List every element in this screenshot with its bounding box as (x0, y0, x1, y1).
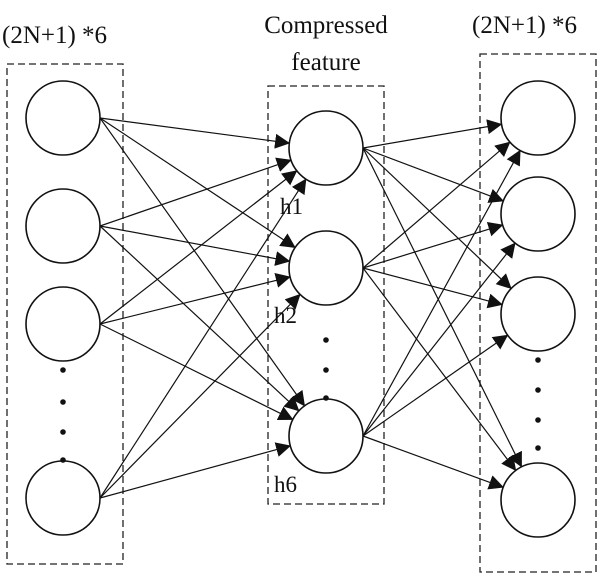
edge-hidden-1-output-1 (362, 221, 504, 269)
edge-input-3-hidden-1 (99, 293, 301, 499)
edge-hidden-0-output-1 (362, 147, 505, 203)
output-neuron-3 (500, 462, 576, 538)
edge-input-0-hidden-1 (99, 117, 296, 249)
output-neuron-0 (500, 80, 576, 156)
hidden-node-label-h2: h2 (274, 303, 297, 328)
connections (99, 117, 523, 499)
hidden-layer-label-line2: feature (291, 49, 360, 76)
hidden-layer-label-line1: Compressed (264, 12, 388, 39)
edge-hidden-0-output-2 (362, 147, 512, 290)
hidden-neuron-1 (288, 230, 364, 306)
output-ellipsis-dot-0 (535, 357, 541, 363)
edge-input-0-hidden-0 (99, 117, 291, 149)
edge-hidden-2-output-2 (362, 334, 509, 437)
edge-hidden-1-output-2 (362, 267, 503, 309)
input-ellipsis-dot-0 (60, 367, 66, 373)
hidden-ellipsis-dot-0 (323, 337, 329, 343)
input-layer-label: (2N+1) *6 (2, 22, 107, 49)
edge-input-1-hidden-1 (99, 225, 291, 267)
edge-hidden-2-output-1 (362, 242, 516, 437)
edge-hidden-0-output-0 (362, 119, 503, 149)
edge-hidden-2-output-3 (362, 435, 504, 490)
hidden-neuron-0 (288, 110, 364, 186)
output-neuron-2 (500, 276, 576, 352)
edge-input-3-hidden-2 (99, 442, 292, 499)
edge-input-1-hidden-0 (99, 157, 292, 227)
input-neuron-0 (25, 80, 101, 156)
edge-input-2-hidden-0 (99, 170, 298, 325)
hidden-neuron-2 (288, 398, 364, 474)
edge-input-0-hidden-2 (99, 117, 306, 407)
input-ellipsis-dot-2 (60, 429, 66, 435)
edge-hidden-1-output-0 (362, 141, 511, 269)
input-neuron-2 (25, 286, 101, 362)
edge-input-2-hidden-2 (99, 323, 294, 421)
hidden-ellipsis-dot-2 (323, 395, 329, 401)
edge-hidden-2-output-0 (362, 149, 521, 437)
output-layer-label: (2N+1) *6 (472, 12, 577, 39)
hidden-node-label-h1: h1 (280, 194, 303, 219)
edge-hidden-1-output-3 (362, 267, 517, 472)
output-layer-box (479, 53, 597, 573)
ellipsis-dots (60, 337, 541, 463)
input-ellipsis-dot-3 (60, 457, 66, 463)
edge-input-1-hidden-2 (99, 225, 300, 412)
hidden-node-label-h6: h6 (274, 472, 297, 497)
input-neuron-3 (25, 460, 101, 536)
hidden-ellipsis-dot-1 (323, 367, 329, 373)
output-ellipsis-dot-2 (535, 417, 541, 423)
output-ellipsis-dot-3 (535, 445, 541, 451)
input-layer-box (6, 63, 124, 565)
output-neuron-1 (500, 176, 576, 252)
neurons (25, 80, 576, 538)
edge-input-3-hidden-0 (99, 178, 307, 499)
output-ellipsis-dot-1 (535, 387, 541, 393)
input-ellipsis-dot-1 (60, 399, 66, 405)
edge-hidden-0-output-3 (362, 147, 523, 468)
edge-input-2-hidden-1 (99, 273, 291, 325)
input-neuron-1 (25, 188, 101, 264)
